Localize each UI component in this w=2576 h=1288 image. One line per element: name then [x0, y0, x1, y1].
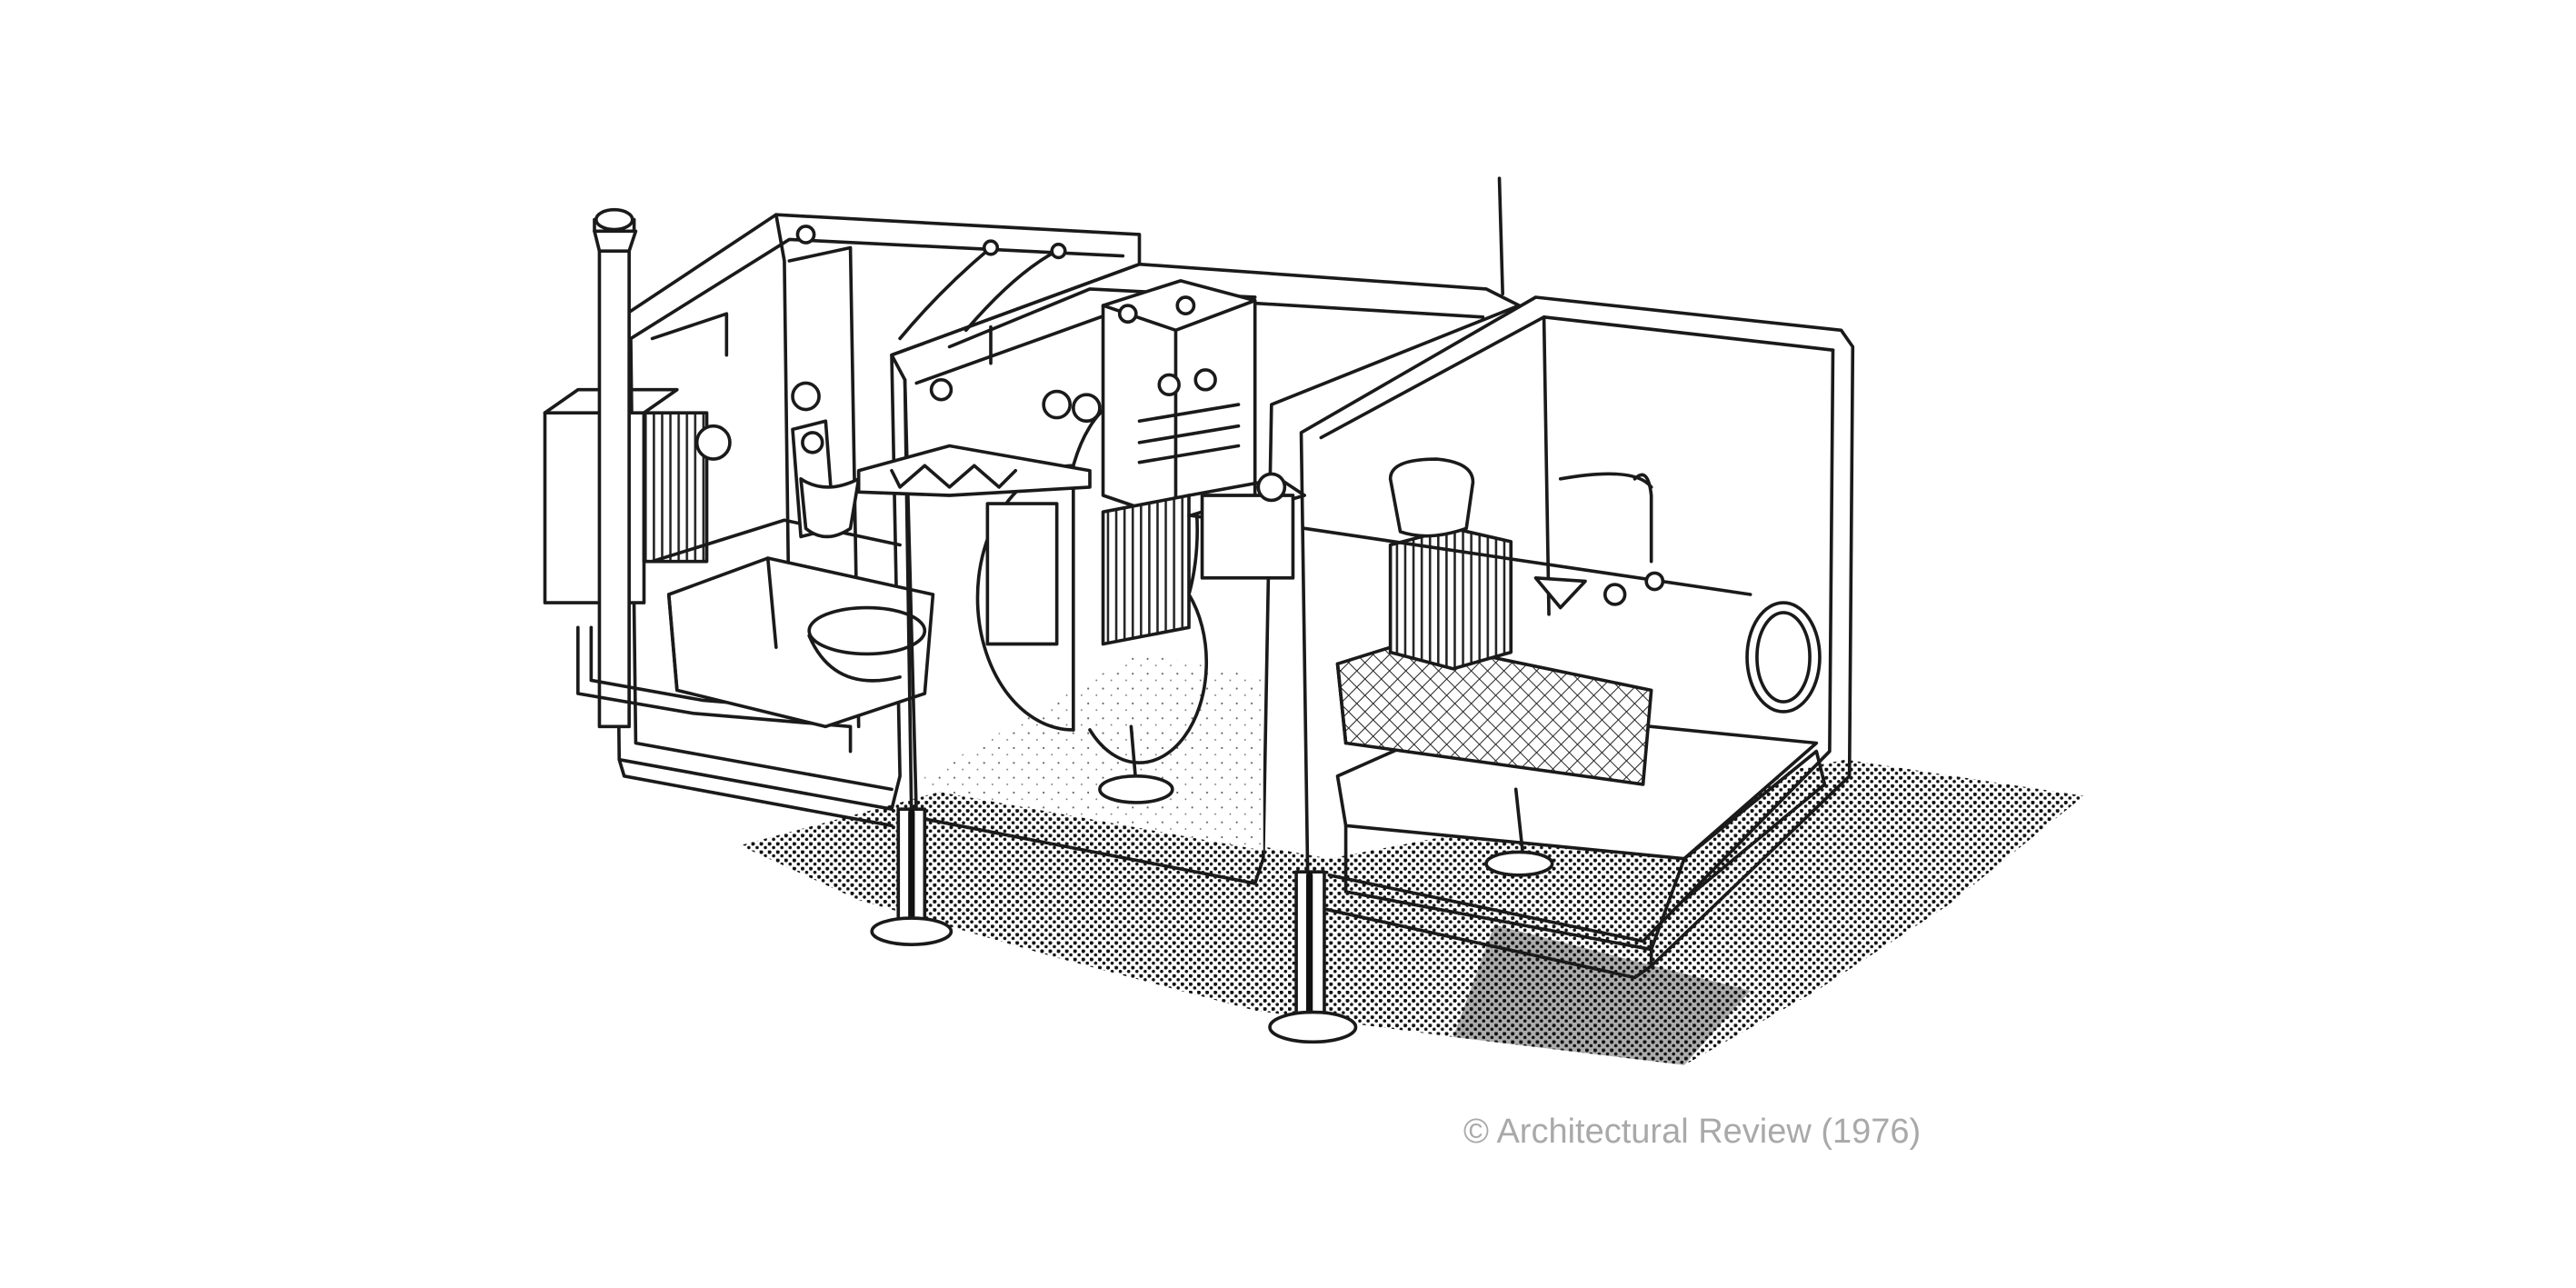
middle-module [795, 176, 1522, 885]
copyright-credit: © Architectural Review (1976) [1463, 1113, 1922, 1151]
support-legs [870, 807, 1358, 1044]
right-module [1299, 295, 1855, 980]
left-module [543, 207, 1142, 828]
